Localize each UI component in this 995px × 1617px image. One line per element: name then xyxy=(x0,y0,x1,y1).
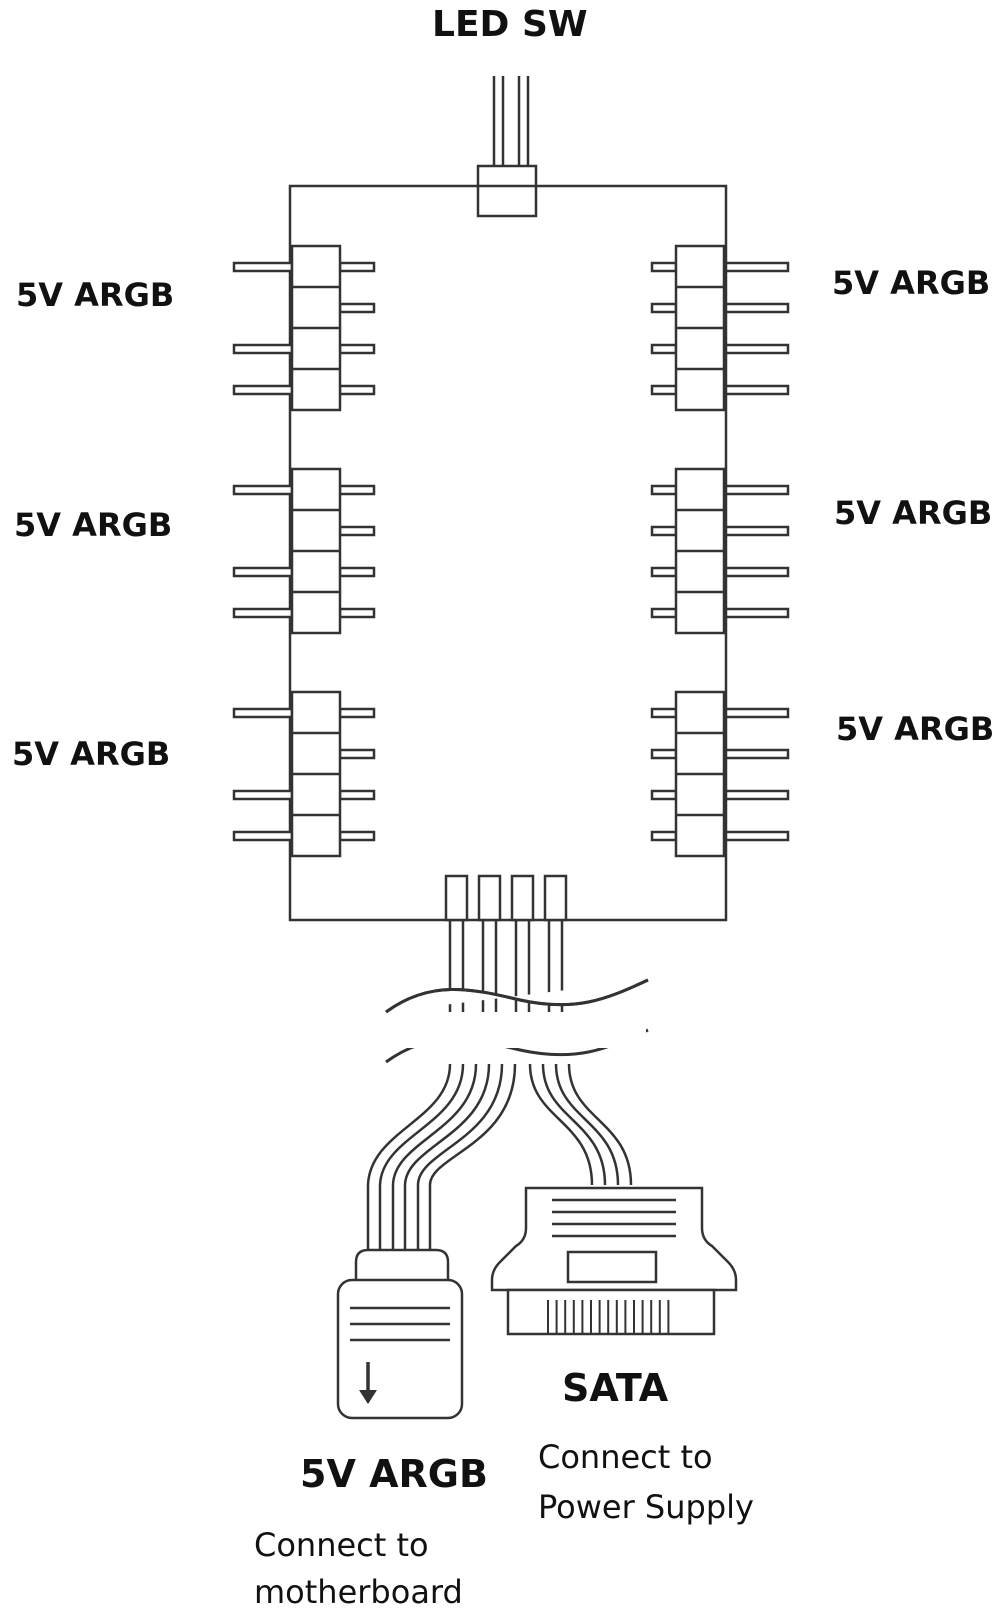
port-label-right-top: 5V ARGB xyxy=(832,264,991,302)
port-label-left-top: 5V ARGB xyxy=(16,276,175,314)
left-header-bottom xyxy=(232,690,376,858)
argb-connector-desc-line1: Connect to xyxy=(254,1526,429,1564)
port-label-right-bottom: 5V ARGB xyxy=(836,710,995,748)
led-switch-connector xyxy=(476,76,538,218)
port-label-right-middle: 5V ARGB xyxy=(834,494,993,532)
port-label-left-bottom: 5V ARGB xyxy=(12,735,171,773)
hub-board xyxy=(288,184,728,922)
left-header-top xyxy=(232,244,376,412)
led-switch-label: LED SW xyxy=(432,4,588,45)
right-header-top xyxy=(650,244,790,412)
port-label-left-middle: 5V ARGB xyxy=(14,506,173,544)
cable-bundle xyxy=(366,920,649,1186)
right-header-bottom xyxy=(650,690,790,858)
argb-connector-desc-line2: motherboard xyxy=(254,1573,463,1611)
right-header-middle xyxy=(650,467,790,635)
sata-connector-desc-line2: Power Supply xyxy=(538,1488,754,1526)
argb-motherboard-connector xyxy=(336,1185,464,1420)
cable-exit-sockets xyxy=(444,874,568,922)
argb-connector-label: 5V ARGB xyxy=(300,1452,488,1496)
sata-connector-label: SATA xyxy=(562,1366,669,1410)
sata-connector-desc-line1: Connect to xyxy=(538,1438,713,1476)
left-argb-headers xyxy=(232,244,376,858)
left-header-middle xyxy=(232,467,376,635)
right-argb-headers xyxy=(650,244,790,858)
sata-power-connector xyxy=(490,1186,738,1336)
